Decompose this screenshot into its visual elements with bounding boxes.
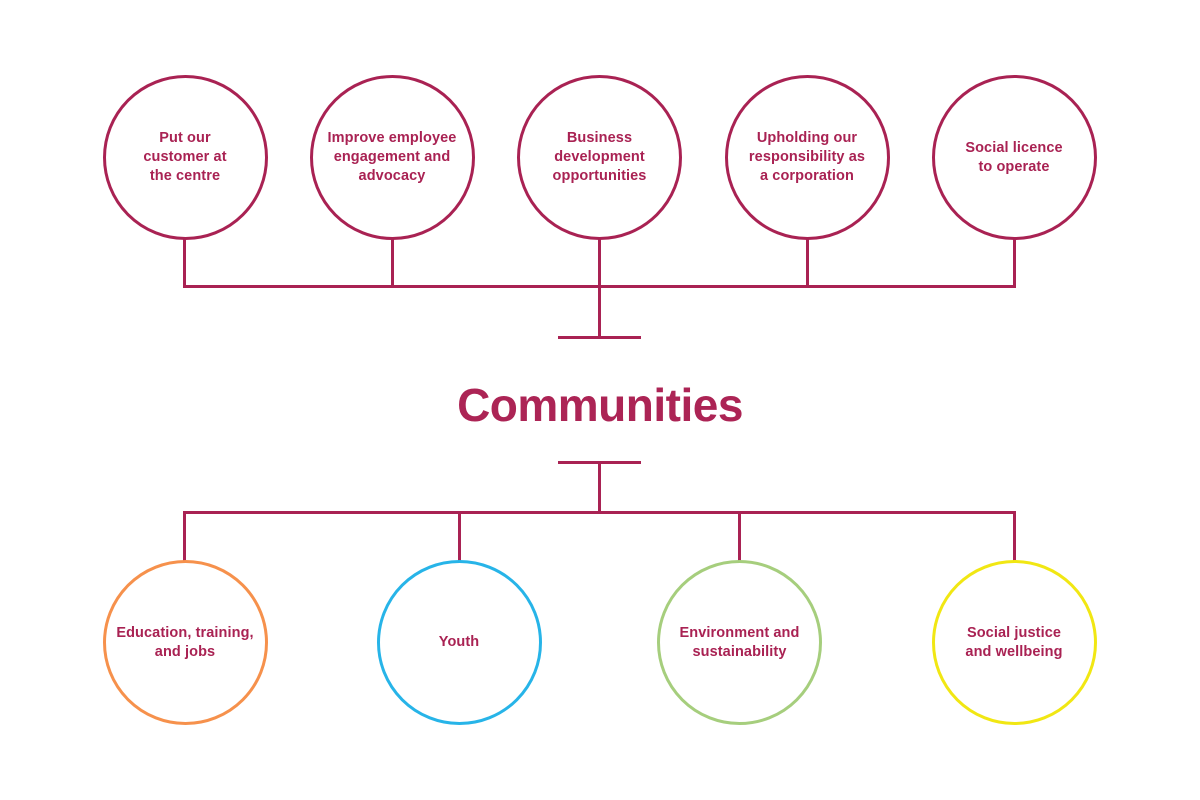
circle-employee-engagement: Improve employee engagement and advocacy [309, 75, 475, 240]
connector-stem-bottom-1 [183, 513, 186, 562]
circle-social-justice-wellbeing-label: Social justice and wellbeing [965, 624, 1063, 660]
connector-stem-top-4 [805, 239, 809, 288]
diagram-title: Communities [457, 379, 743, 431]
circle-environment-sustainability: Environment and sustainability [657, 560, 822, 725]
connector-stem-top-2 [390, 239, 394, 288]
connector-tick-bottom [558, 461, 641, 464]
circle-environment-sustainability-label: Environment and sustainability [679, 624, 800, 660]
connector-tick-top [558, 336, 641, 339]
circle-business-development: Business development opportunities [517, 75, 682, 240]
connector-stem-bottom-3 [738, 513, 741, 562]
circle-social-justice-wellbeing: Social justice and wellbeing [931, 560, 1097, 725]
connector-stem-bottom-4 [1013, 513, 1016, 562]
connector-stem-top-1 [183, 239, 186, 288]
circle-social-licence: Social licence to operate [931, 75, 1097, 240]
circle-employee-engagement-label: Improve employee engagement and advocacy [327, 130, 457, 184]
circle-customer-centre-label: Put our customer at the centre [143, 130, 227, 184]
circle-social-licence-label: Social licence to operate [965, 139, 1063, 175]
connector-top-horizontal [183, 285, 1016, 288]
circle-corporate-responsibility-label: Upholding our responsibility as a corpor… [748, 130, 866, 184]
circle-business-development-label: Business development opportunities [552, 130, 647, 184]
circle-education-training-jobs-label: Education, training, and jobs [116, 624, 254, 660]
circle-customer-centre: Put our customer at the centre [102, 75, 268, 240]
circle-youth-label: Youth [438, 634, 480, 650]
circle-youth: Youth [376, 560, 542, 725]
connector-stem-top-5 [1013, 239, 1016, 288]
circle-education-training-jobs: Education, training, and jobs [102, 560, 268, 725]
connector-centre-vertical-top [598, 287, 601, 338]
connector-stem-bottom-2 [457, 513, 461, 562]
connector-bottom-horizontal [183, 511, 1016, 514]
connector-stem-top-3 [598, 239, 601, 288]
circle-corporate-responsibility: Upholding our responsibility as a corpor… [724, 75, 890, 240]
connector-centre-vertical-bottom [598, 463, 601, 514]
